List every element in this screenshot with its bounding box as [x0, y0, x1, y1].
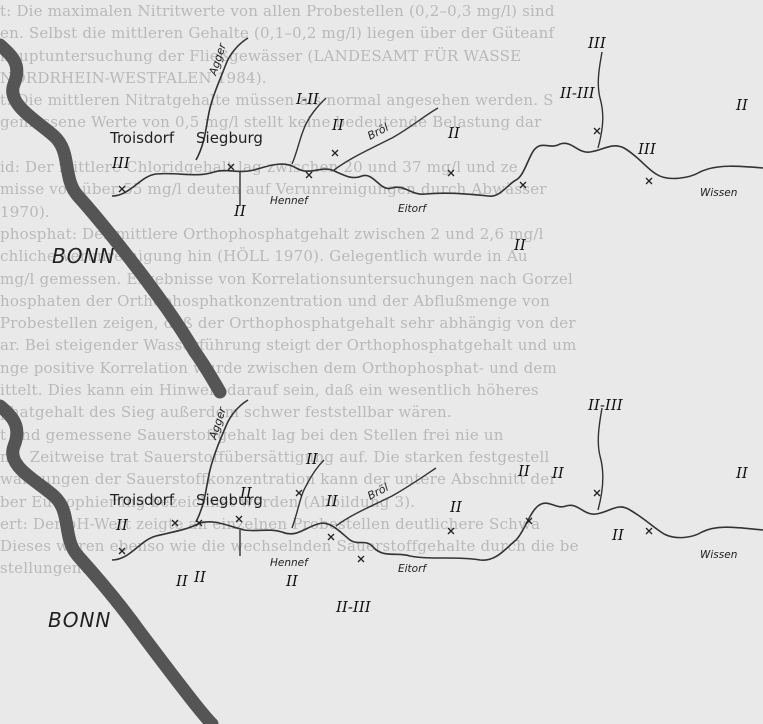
tributary-upper-top: [597, 51, 604, 149]
quality-class-label: III: [637, 140, 657, 158]
sieg-river-bottom: [111, 502, 763, 561]
quality-class-label: II: [517, 462, 531, 480]
town-label-wissen: Wissen: [700, 187, 737, 199]
town-label-hennef: Hennef: [270, 195, 310, 207]
background-text-line: wankungen der Sauerstoffkonzentration ka…: [0, 470, 557, 489]
city-label: BONN: [48, 608, 111, 632]
station-markers-top: [118, 127, 653, 193]
background-text-line: phatgehalt des Sieg außerdem schwer fest…: [0, 403, 452, 422]
background-text-line: t und gemessene Sauerstoffgehalt lag bei…: [0, 425, 504, 444]
quality-class-label: II: [285, 572, 299, 590]
quality-class-label: III: [111, 154, 131, 172]
quality-class-label: II-III: [587, 396, 624, 414]
background-text-line: ert: Der pH-Wert zeigte an einzelnen Pro…: [0, 514, 541, 533]
background-text-line: ar. Bei steigender Wasserführung steigt …: [0, 336, 577, 355]
rhine-river: [0, 399, 219, 724]
quality-class-label: III: [587, 34, 607, 52]
background-text-line: Probestellen zeigen, daß der Orthophosph…: [0, 314, 576, 333]
background-text-line: nge positive Korrelation wurde zwischen …: [0, 358, 557, 377]
quality-class-label: II: [551, 464, 565, 482]
tributary-hennef-top: [291, 97, 327, 165]
background-text-line: Dieses waren ebenso wie die wechselnden …: [0, 537, 579, 556]
place-label-troisdorf: Troisdorf: [109, 129, 175, 147]
quality-class-label: II: [447, 124, 461, 142]
river-label-agger: Agger: [206, 404, 229, 442]
quality-class-label: II: [735, 96, 749, 114]
river-label-broel: Bröl: [365, 481, 390, 503]
quality-class-label: II: [233, 202, 247, 220]
background-text-line: id: Der mittlere Chloridgehalt lag zwisc…: [0, 158, 518, 177]
map-bottom: BONN Troisdorf Siegburg Hennef Eitorf Wi…: [0, 396, 763, 724]
background-text-line: stellungen.: [0, 559, 87, 578]
background-text-line: hosphaten der Orthophosphatkonzentration…: [0, 291, 550, 310]
quality-class-label: II-III: [559, 84, 596, 102]
agger-river-top: [195, 37, 249, 161]
quality-class-label: II: [193, 568, 207, 586]
place-label-siegburg: Siegburg: [196, 491, 263, 509]
background-text-line: en. Selbst die mittleren Gehalte (0,1–0,…: [0, 24, 555, 43]
broel-river-top: [333, 107, 439, 171]
background-text-line: nauptuntersuchung der Fließgewässer (LAN…: [0, 46, 522, 65]
quality-class-label: II: [513, 236, 527, 254]
map-top: BONN Troisdorf Siegburg Hennef Eitorf Wi…: [0, 34, 763, 399]
town-label-eitorf: Eitorf: [398, 203, 428, 215]
background-text-line: ng. Zeitweise trat Sauerstoffübersättigu…: [0, 447, 550, 466]
town-label-wissen: Wissen: [700, 549, 737, 561]
city-label: BONN: [52, 244, 115, 268]
place-label-troisdorf: Troisdorf: [109, 491, 175, 509]
background-text-line: NORDRHEIN-WESTFALEN 1984).: [0, 68, 267, 87]
station-markers-bottom: [118, 489, 653, 563]
quality-class-label: II: [115, 516, 129, 534]
river-label-agger: Agger: [206, 40, 229, 78]
tributary-upper-bottom: [597, 407, 604, 511]
quality-class-label: II-III: [335, 598, 372, 616]
quality-class-label: II: [611, 526, 625, 544]
river-label-broel: Bröl: [365, 121, 390, 143]
quality-class-label: II: [331, 116, 345, 134]
background-text-line: t: Die maximalen Nitritwerte von allen P…: [0, 2, 555, 20]
quality-class-label: II: [735, 464, 749, 482]
background-text-line: ittelt. Dies kann ein Hinweis darauf sei…: [0, 381, 539, 400]
tributary-hennef-bottom: [291, 459, 325, 529]
town-label-eitorf: Eitorf: [398, 563, 428, 575]
agger-river-bottom: [195, 399, 249, 523]
broel-river-bottom: [335, 467, 437, 527]
town-label-hennef: Hennef: [270, 557, 310, 569]
quality-class-label: II: [175, 572, 189, 590]
background-text-line: 1970).: [0, 202, 50, 221]
sieg-river-top: [111, 142, 763, 197]
quality-class-label: II: [325, 492, 339, 510]
rhine-river: [0, 38, 227, 399]
quality-class-label: II: [449, 498, 463, 516]
quality-class-label: I-II: [295, 90, 320, 108]
place-label-siegburg: Siegburg: [196, 129, 263, 147]
background-text-line: phosphat: Der mittlere Orthophosphatgeha…: [0, 224, 544, 243]
quality-class-label: II: [305, 450, 319, 468]
quality-class-label: II: [239, 484, 253, 502]
background-text-line: t: Die mittleren Nitratgehalte müssen al…: [0, 91, 554, 110]
